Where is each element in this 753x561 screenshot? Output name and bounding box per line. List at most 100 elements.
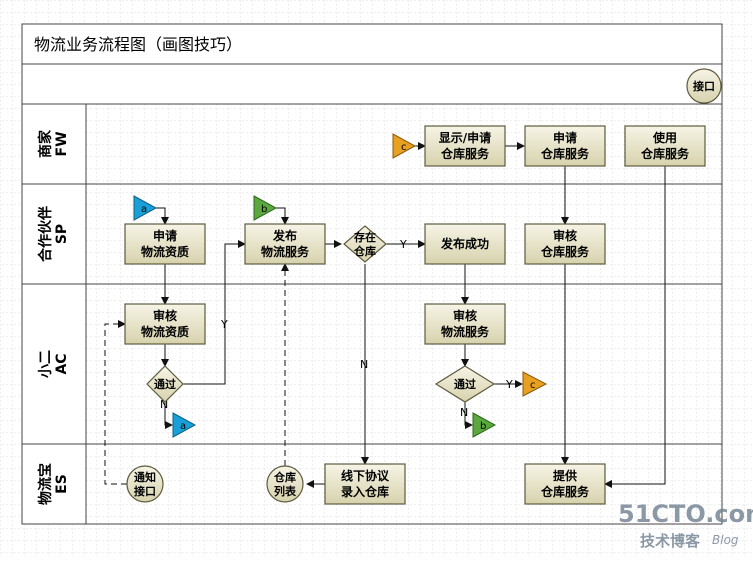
process-review-qual-box bbox=[124, 303, 206, 345]
lane-code-es: ES bbox=[54, 474, 70, 494]
process-review-ws-line1: 审核 bbox=[553, 228, 577, 243]
node-notify-interface[interactable]: 通知 接口 bbox=[126, 465, 164, 503]
edges bbox=[104, 142, 666, 488]
process-review-lg-line2: 物流服务 bbox=[441, 324, 490, 339]
interface-node[interactable]: 接口 bbox=[686, 68, 722, 104]
process-apply-ws-box bbox=[524, 125, 606, 167]
notify-line2: 接口 bbox=[134, 484, 156, 498]
process-use-ws-line1: 使用 bbox=[652, 130, 677, 145]
title-bar bbox=[21, 23, 723, 65]
edge-a-applyqual bbox=[156, 207, 169, 225]
connector-b-ac[interactable]: b bbox=[472, 412, 497, 438]
connector-a-sp-label: a bbox=[141, 204, 147, 215]
edge-label-n3: N bbox=[460, 406, 468, 419]
process-show-apply-line1: 显示/申请 bbox=[439, 130, 491, 145]
watermark: 51CTO.com 技术博客 Blog bbox=[618, 500, 753, 550]
decision-in-stock-line1: 存在 bbox=[354, 230, 376, 244]
process-review-ws-line2: 仓库服务 bbox=[540, 244, 590, 259]
connector-c-fw[interactable]: c bbox=[392, 133, 417, 159]
process-apply-qual-line2: 物流资质 bbox=[141, 244, 189, 259]
diagram-title: 物流业务流程图（画图技巧） bbox=[34, 35, 242, 54]
connector-a-ac[interactable]: a bbox=[172, 412, 197, 438]
process-show-apply-line2: 仓库服务 bbox=[440, 146, 490, 161]
edge-labels: Y Y Y N N N bbox=[160, 238, 513, 419]
interface-label: 接口 bbox=[693, 79, 715, 93]
process-apply-qual-line1: 申请 bbox=[153, 228, 177, 243]
edge-label-y3: Y bbox=[505, 378, 513, 391]
connector-b-sp[interactable]: b bbox=[253, 195, 278, 221]
decision-in-stock[interactable]: 存在 仓库 bbox=[343, 225, 387, 263]
lane-label-es: 物流宝 ES bbox=[37, 463, 70, 505]
connector-a-sp[interactable]: a bbox=[133, 195, 158, 221]
process-publish-ok-line1: 发布成功 bbox=[440, 236, 489, 251]
lane-code-sp: SP bbox=[54, 224, 70, 244]
connector-b-ac-label: b bbox=[480, 421, 486, 432]
node-warehouse-list[interactable]: 仓库 列表 bbox=[266, 465, 304, 503]
lane-label-sp: 合作伙伴 SP bbox=[37, 206, 70, 262]
process-review-qual-line2: 物流资质 bbox=[141, 324, 189, 339]
process-provide-ws-box bbox=[524, 463, 606, 505]
decision-pass-2[interactable]: 通过 bbox=[434, 365, 496, 403]
process-review-ws-box bbox=[524, 223, 606, 265]
lane-name-fw: 商家 bbox=[37, 129, 54, 158]
connector-b-sp-label: b bbox=[261, 204, 267, 215]
edge-use-provide bbox=[604, 166, 666, 488]
decision-pass-2-label: 通过 bbox=[454, 377, 476, 391]
process-show-apply-box bbox=[424, 125, 506, 167]
decision-in-stock-line2: 仓库 bbox=[353, 244, 376, 258]
process-review-lg-box bbox=[424, 303, 506, 345]
watermark-site: 51CTO.com bbox=[618, 500, 753, 528]
lane-code-fw: FW bbox=[54, 131, 70, 156]
process-offline-entry-box bbox=[324, 463, 406, 505]
swimlanes bbox=[21, 103, 723, 525]
edge-pass2-b bbox=[464, 402, 473, 429]
edge-pass-a bbox=[164, 402, 173, 429]
ws-list-line2: 列表 bbox=[274, 484, 297, 498]
lane-code-ac: AC bbox=[54, 353, 70, 374]
watermark-sub: 技术博客 bbox=[640, 532, 701, 550]
edge-b-publish bbox=[276, 207, 289, 225]
edge-pass-publish bbox=[182, 240, 246, 385]
process-review-qual-line1: 审核 bbox=[153, 308, 177, 323]
process-use-ws-box bbox=[624, 125, 706, 167]
decision-pass-1[interactable]: 通过 bbox=[146, 365, 184, 403]
edge-label-n2: N bbox=[360, 358, 368, 371]
process-publish-line2: 物流服务 bbox=[261, 244, 310, 259]
ws-list-line1: 仓库 bbox=[273, 470, 296, 484]
process-publish-ok[interactable]: 发布成功 bbox=[424, 223, 506, 265]
connector-c-ac-label: c bbox=[530, 380, 536, 391]
process-offline-entry-line1: 线下协议 bbox=[341, 468, 390, 483]
watermark-blog: Blog bbox=[712, 533, 739, 547]
process-apply-ws-line2: 仓库服务 bbox=[540, 146, 590, 161]
decision-pass-1-label: 通过 bbox=[154, 377, 176, 391]
process-review-lg-line1: 审核 bbox=[453, 308, 477, 323]
edge-label-y2: Y bbox=[399, 238, 407, 251]
process-apply-ws-line1: 申请 bbox=[553, 130, 577, 145]
process-provide-ws-line2: 仓库服务 bbox=[540, 484, 590, 499]
process-offline-entry-line2: 录入仓库 bbox=[341, 484, 389, 499]
process-use-ws-line2: 仓库服务 bbox=[640, 146, 690, 161]
interface-strip bbox=[21, 63, 723, 105]
lane-name-ac: 小二 bbox=[38, 350, 54, 378]
process-publish-box bbox=[244, 223, 326, 265]
lane-label-ac: 小二 AC bbox=[38, 350, 70, 378]
connector-c-ac[interactable]: c bbox=[522, 371, 548, 397]
process-apply-qual-box bbox=[124, 223, 206, 265]
edge-notify-review-dashed bbox=[104, 320, 127, 485]
notify-line1: 通知 bbox=[134, 470, 156, 484]
lane-label-fw: 商家 FW bbox=[37, 129, 70, 158]
process-publish-ok-box bbox=[424, 223, 506, 265]
connector-a-ac-label: a bbox=[180, 421, 186, 432]
process-publish-line1: 发布 bbox=[272, 228, 297, 243]
